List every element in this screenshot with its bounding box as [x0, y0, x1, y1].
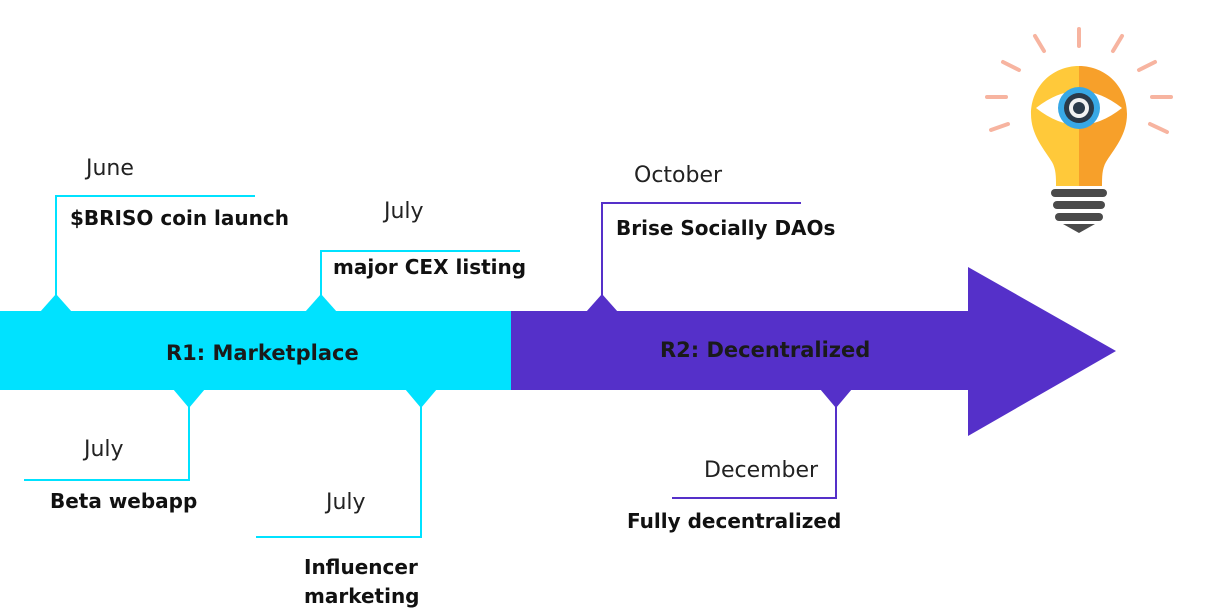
- milestone-cex-connector: [305, 250, 520, 312]
- phase-r1-label: R1: Marketplace: [166, 341, 359, 365]
- milestone-briso-connector: [40, 195, 255, 312]
- milestone-beta-month: July: [84, 437, 124, 462]
- r2-arrow: [511, 267, 1116, 436]
- milestone-daos-month: October: [634, 163, 723, 188]
- lightbulb-eye-icon: [985, 27, 1173, 233]
- milestone-cex-event: major CEX listing: [333, 255, 527, 279]
- milestone-daos-event: Brise Socially DAOs: [616, 216, 836, 240]
- milestone-influencer-month: July: [326, 490, 366, 515]
- milestone-decentral-connector: [672, 389, 852, 499]
- phase-r2-label: R2: Decentralized: [660, 338, 871, 362]
- milestone-influencer-connector: [256, 389, 437, 538]
- milestone-daos-connector: [586, 202, 801, 312]
- milestone-beta-event: Beta webapp: [50, 489, 198, 513]
- milestone-decentral-month: December: [704, 458, 819, 483]
- milestone-beta-connector: [24, 389, 205, 481]
- milestone-influencer-event: Influencer marketing: [304, 555, 420, 608]
- milestone-decentral-event: Fully decentralized: [627, 509, 842, 533]
- milestone-cex-month: July: [384, 199, 424, 224]
- milestone-briso-event: $BRISO coin launch: [70, 206, 289, 230]
- r1-band: [0, 311, 512, 390]
- milestone-briso-month: June: [86, 156, 134, 181]
